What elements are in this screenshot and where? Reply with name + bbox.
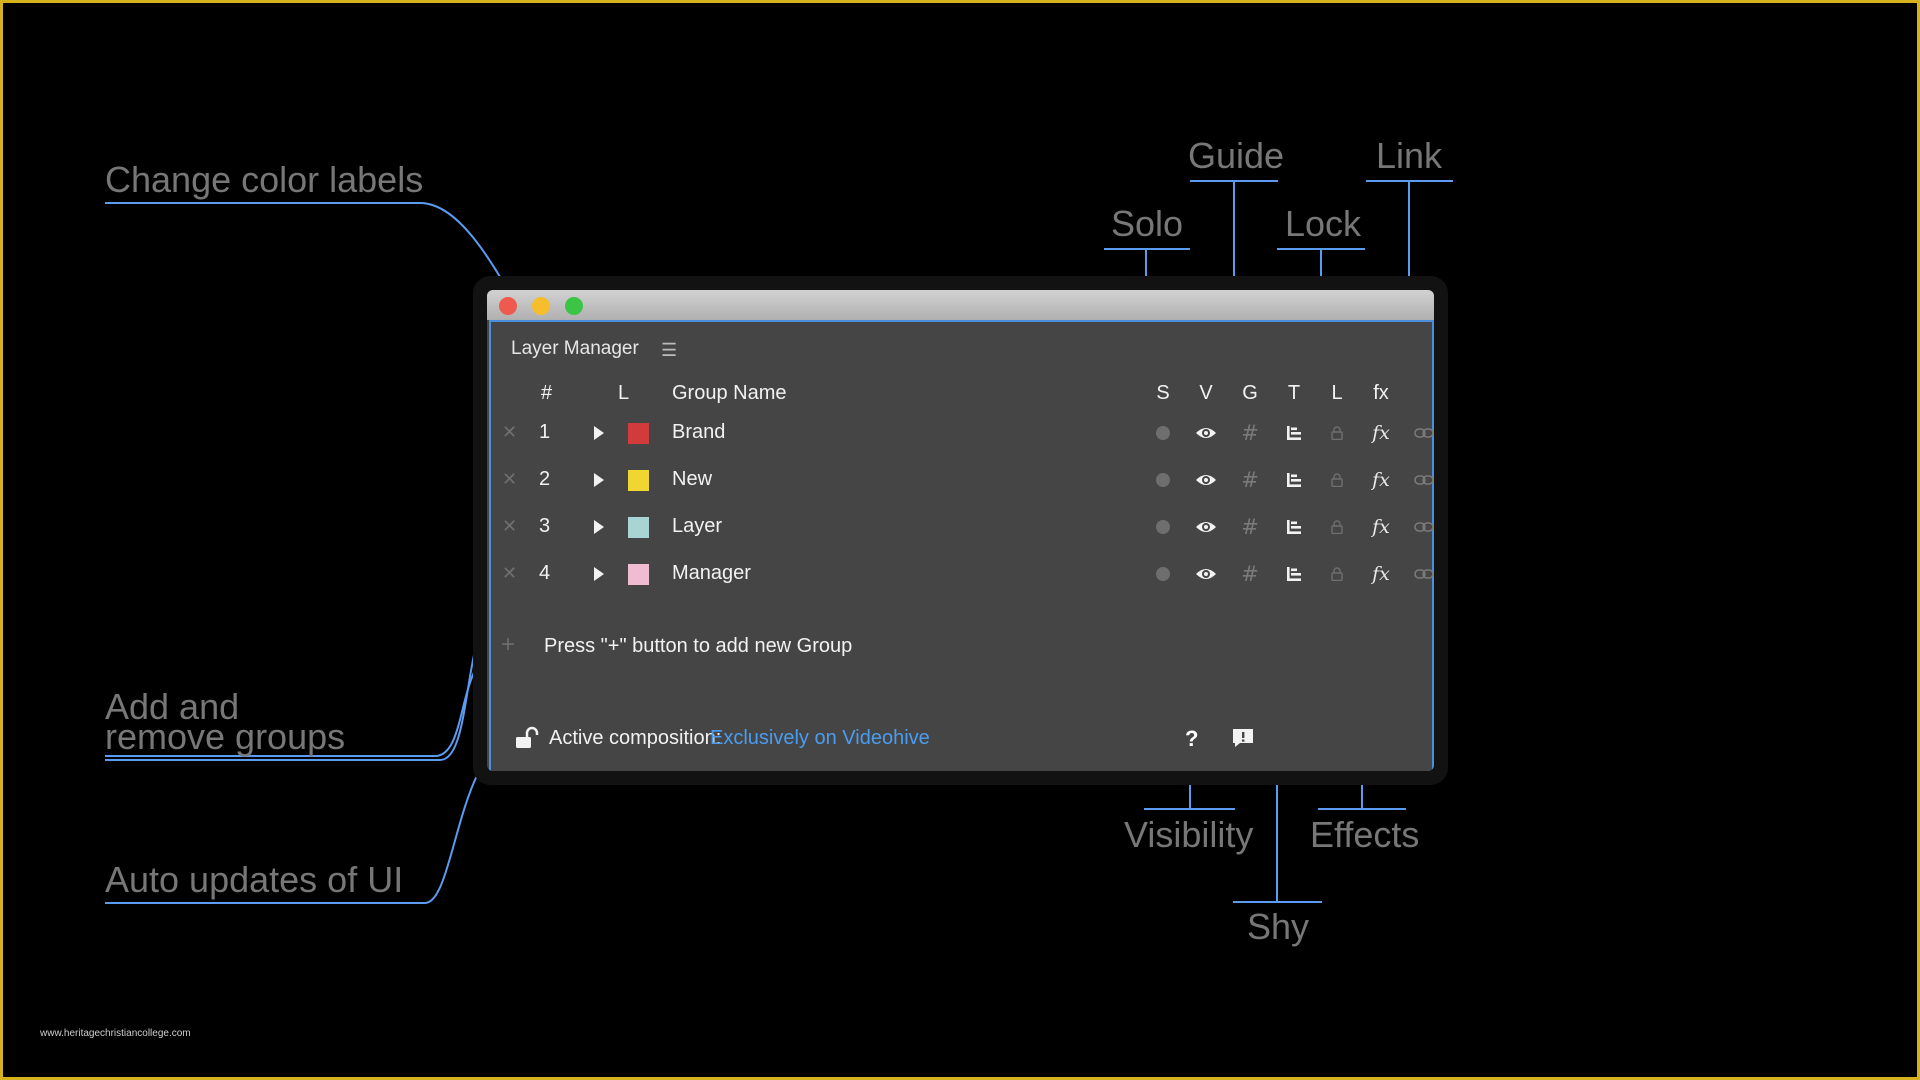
solo-dot — [1156, 567, 1170, 581]
solo-dot — [1156, 473, 1170, 487]
shy-icon[interactable] — [1279, 559, 1309, 589]
callout-shy: Shy — [1247, 906, 1310, 947]
maximize-window-button[interactable] — [565, 297, 583, 315]
add-group-button[interactable]: + — [501, 631, 516, 658]
solo-toggle-icon[interactable] — [1148, 512, 1178, 542]
expand-arrow-icon[interactable] — [594, 473, 604, 487]
active-composition-link[interactable]: Exclusively on Videohive — [710, 727, 930, 749]
shy-icon[interactable] — [1279, 512, 1309, 542]
eye-icon[interactable] — [1191, 465, 1221, 495]
color-label-swatch[interactable] — [628, 423, 649, 444]
link-icon[interactable] — [1409, 465, 1434, 495]
link-icon[interactable] — [1409, 418, 1434, 448]
col-header-effects: fx — [1373, 382, 1389, 404]
panel-title: Layer Manager — [511, 338, 639, 359]
feedback-icon[interactable] — [1231, 726, 1255, 755]
lock-icon[interactable] — [1322, 512, 1352, 542]
callout-link: Link — [1376, 135, 1443, 176]
table-row: ✕ 4 Manager # fx — [491, 551, 1434, 597]
hamburger-icon[interactable]: ☰ — [661, 340, 678, 360]
add-group-row: + Press "+" button to add new Group — [491, 627, 1432, 667]
callout-guide: Guide — [1188, 135, 1285, 176]
callout-effects: Effects — [1310, 814, 1420, 855]
footer: Active composition: Exclusively on Video… — [491, 717, 1432, 761]
table-row: ✕ 1 Brand # fx — [491, 410, 1434, 456]
effects-fx-icon[interactable]: fx — [1372, 422, 1390, 444]
row-number: 3 — [539, 515, 551, 537]
watermark: www.heritagechristiancollege.com — [40, 1028, 191, 1039]
lock-icon[interactable] — [1322, 418, 1352, 448]
remove-group-icon[interactable]: ✕ — [502, 563, 518, 583]
group-name[interactable]: Layer — [672, 515, 723, 537]
row-number: 4 — [539, 562, 551, 584]
callout-color-labels: Change color labels — [105, 159, 424, 200]
eye-icon[interactable] — [1191, 559, 1221, 589]
solo-toggle-icon[interactable] — [1148, 465, 1178, 495]
unlock-icon[interactable] — [513, 726, 539, 755]
link-icon[interactable] — [1409, 512, 1434, 542]
solo-toggle-icon[interactable] — [1148, 559, 1178, 589]
minimize-window-button[interactable] — [532, 297, 550, 315]
expand-arrow-icon[interactable] — [594, 426, 604, 440]
callout-lock: Lock — [1285, 203, 1362, 244]
col-header-number: # — [541, 382, 553, 404]
effects-fx-icon[interactable]: fx — [1372, 516, 1390, 538]
col-header-shy: T — [1287, 382, 1301, 404]
callout-add-remove-2: remove groups — [105, 716, 346, 757]
col-header-guide: G — [1242, 382, 1258, 404]
col-header-label: L — [618, 382, 630, 404]
color-label-swatch[interactable] — [628, 470, 649, 491]
guide-grid-icon[interactable]: # — [1241, 562, 1259, 586]
callout-solo: Solo — [1111, 203, 1184, 244]
col-header-visibility: V — [1199, 382, 1213, 404]
effects-fx-icon[interactable]: fx — [1372, 469, 1390, 491]
guide-grid-icon[interactable]: # — [1241, 468, 1259, 492]
title-bar[interactable] — [487, 290, 1434, 320]
callout-visibility: Visibility — [1124, 814, 1254, 855]
group-name[interactable]: Brand — [672, 421, 726, 443]
close-window-button[interactable] — [499, 297, 517, 315]
remove-group-icon[interactable]: ✕ — [502, 422, 518, 442]
expand-arrow-icon[interactable] — [594, 567, 604, 581]
col-header-lock: L — [1331, 382, 1343, 404]
remove-group-icon[interactable]: ✕ — [502, 469, 518, 489]
expand-arrow-icon[interactable] — [594, 520, 604, 534]
table-row: ✕ 3 Layer # fx — [491, 504, 1434, 550]
guide-grid-icon[interactable]: # — [1241, 515, 1259, 539]
col-header-solo: S — [1156, 382, 1170, 404]
shy-icon[interactable] — [1279, 418, 1309, 448]
lock-icon[interactable] — [1322, 465, 1352, 495]
solo-dot — [1156, 520, 1170, 534]
add-group-hint: Press "+" button to add new Group — [544, 635, 853, 657]
shy-icon[interactable] — [1279, 465, 1309, 495]
col-header-group-name: Group Name — [672, 382, 787, 404]
remove-group-icon[interactable]: ✕ — [502, 516, 518, 536]
group-name[interactable]: New — [672, 468, 713, 490]
effects-fx-icon[interactable]: fx — [1372, 563, 1390, 585]
link-icon[interactable] — [1409, 559, 1434, 589]
active-composition-label: Active composition: — [549, 727, 722, 749]
solo-dot — [1156, 426, 1170, 440]
row-number: 2 — [539, 468, 551, 490]
row-number: 1 — [539, 421, 551, 443]
color-label-swatch[interactable] — [628, 517, 649, 538]
lock-icon[interactable] — [1322, 559, 1352, 589]
eye-icon[interactable] — [1191, 418, 1221, 448]
table-row: ✕ 2 New # fx — [491, 457, 1434, 503]
solo-toggle-icon[interactable] — [1148, 418, 1178, 448]
group-name[interactable]: Manager — [672, 562, 751, 584]
layer-manager-window: Layer Manager ☰ # L Group Name S V G T L… — [487, 290, 1434, 771]
layer-manager-panel: Layer Manager ☰ # L Group Name S V G T L… — [489, 320, 1434, 771]
guide-grid-icon[interactable]: # — [1241, 421, 1259, 445]
color-label-swatch[interactable] — [628, 564, 649, 585]
callout-add-remove-1: Add and — [105, 686, 240, 727]
callout-auto-updates: Auto updates of UI — [105, 859, 404, 900]
eye-icon[interactable] — [1191, 512, 1221, 542]
help-button[interactable]: ? — [1185, 726, 1199, 751]
